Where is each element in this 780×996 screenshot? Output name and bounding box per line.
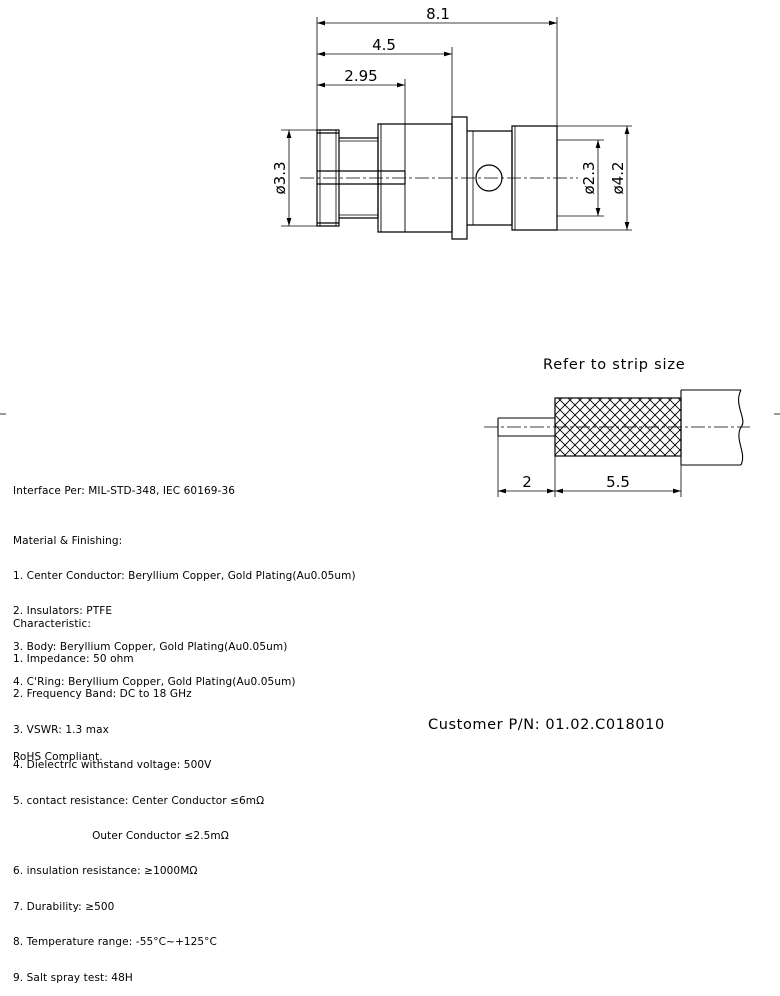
customer-part-number: Customer P/N: 01.02.C018010 [428,717,665,733]
cable-strip-view [497,389,744,466]
characteristic-item: 9. Salt spray test: 48H [13,971,133,984]
characteristic-item: 3. VSWR: 1.3 max [13,723,109,736]
dim-left-diameter: ø3.3 [271,161,289,194]
strip-size-title: Refer to strip size [543,357,686,373]
material-item: 2. Insulators: PTFE [13,605,113,618]
characteristic-item: Outer Conductor ≤2.5mΩ [13,829,229,842]
dim-mid-length: 4.5 [372,36,396,54]
interface-spec: Interface Per: MIL-STD-348, IEC 60169-36 [13,485,236,497]
characteristic-item: 4. Dielectric withstand voltage: 500V [13,759,212,772]
characteristics: Characteristic: 1. Impedance: 50 ohm 2. … [13,595,264,996]
material-heading: Material & Finishing: [13,534,123,547]
dim-right-inner-diameter: ø2.3 [580,161,598,194]
connector-drawing: 8.1 4.5 2.95 ø3.3 ø2.3 ø4.2 2 [0,5,780,497]
dim-right-outer-diameter: ø4.2 [609,161,627,194]
strip-dimensions [497,436,682,497]
top-dimensions [316,17,558,130]
characteristic-item: 7. Durability: ≥500 [13,900,115,913]
material-finishing: Material & Finishing: 1. Center Conducto… [13,512,356,701]
characteristic-item: 2. Frequency Band: DC to 18 GHz [13,688,192,701]
dim-small-length: 2.95 [344,67,377,85]
characteristic-item: 8. Temperature range: -55°C~+125°C [13,936,217,949]
rohs-note: RoHS Compliant. [13,751,103,763]
characteristic-item: 6. insulation resistance: ≥1000MΩ [13,865,198,878]
left-diameter-dimension [281,129,317,227]
material-item: 3. Body: Beryllium Copper, Gold Plating(… [13,640,288,653]
material-item: 1. Center Conductor: Beryllium Copper, G… [13,569,356,582]
material-item: 4. C'Ring: Beryllium Copper, Gold Platin… [13,676,296,689]
characteristic-item: 5. contact resistance: Center Conductor … [13,794,265,807]
characteristic-item: 1. Impedance: 50 ohm [13,652,134,665]
characteristic-heading: Characteristic: [13,617,92,630]
dim-strip-braid: 5.5 [606,473,630,491]
right-diameter-dimensions [557,125,632,231]
dim-total-length: 8.1 [426,5,450,23]
dim-strip-pin: 2 [522,473,532,491]
